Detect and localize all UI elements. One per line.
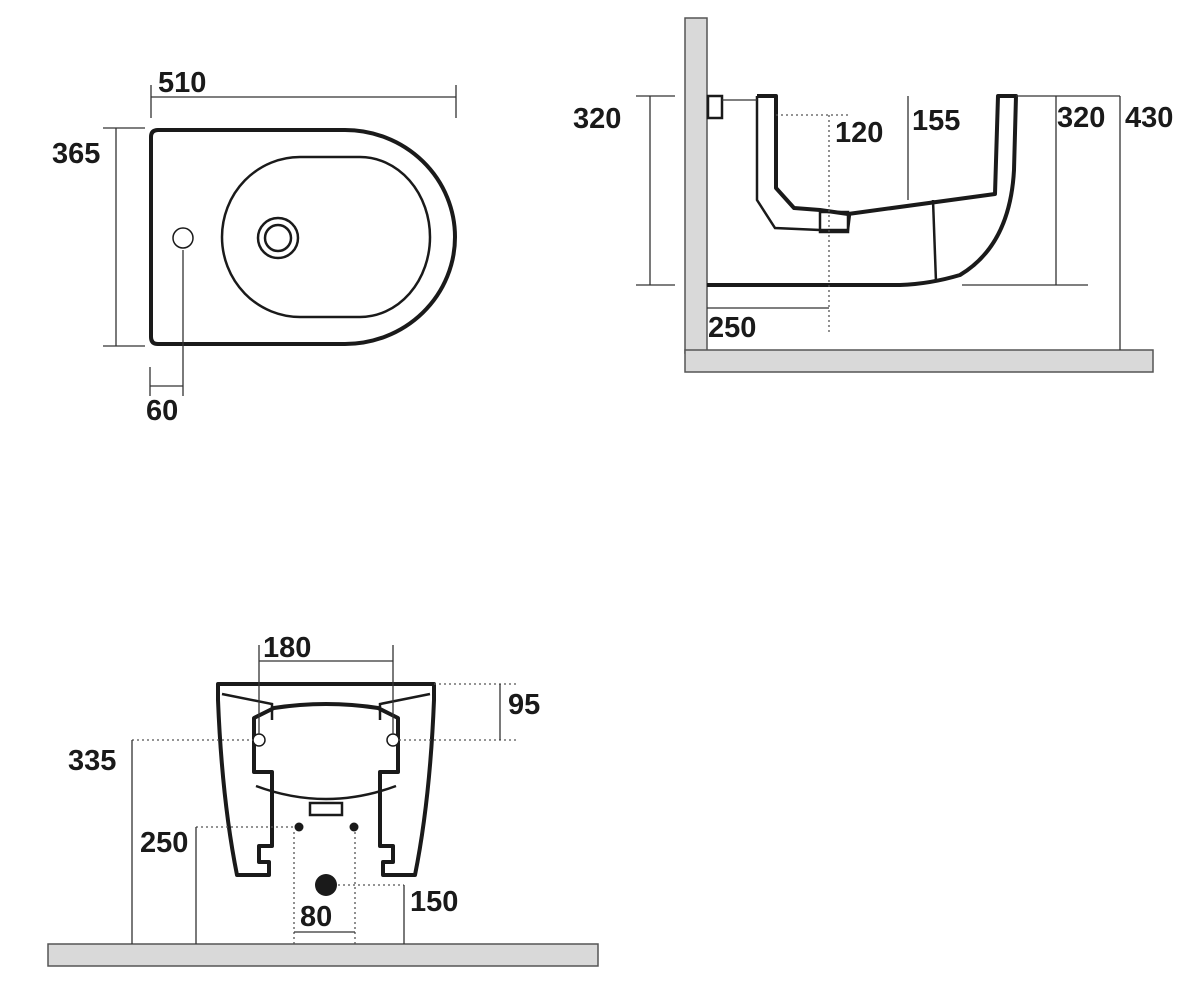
top-view: 510 365 60 [52, 67, 457, 427]
dim-label-180: 180 [263, 632, 311, 664]
back-view: 180 95 335 250 80 150 [47, 632, 599, 967]
dim-label-120: 120 [835, 117, 883, 149]
back-flange-right [378, 692, 431, 720]
dim-label-150: 150 [410, 886, 458, 918]
side-wall [684, 17, 708, 354]
back-floor [47, 943, 599, 967]
dim-label-320-right: 320 [1057, 102, 1105, 134]
fixing-hole-left-icon [252, 733, 266, 747]
dim-label-250-side: 250 [708, 312, 756, 344]
supply-hole-left-icon [294, 822, 304, 832]
dim-label-80: 80 [300, 901, 332, 933]
top-view-bowl [220, 155, 432, 319]
side-drain-icon [818, 210, 850, 234]
dim-label-365: 365 [52, 138, 100, 170]
side-rib [931, 199, 938, 283]
dim-label-430: 430 [1125, 102, 1173, 134]
dim-label-250-back: 250 [140, 827, 188, 859]
dim-label-320-left: 320 [573, 103, 621, 135]
back-flange-left [221, 692, 274, 720]
dim-label-335: 335 [68, 745, 116, 777]
drain-inner-icon [263, 223, 293, 253]
back-view-outline [216, 682, 436, 877]
supply-hole-right-icon [349, 822, 359, 832]
drain-outer-icon [256, 216, 300, 260]
drain-outlet-icon [315, 874, 337, 896]
dim-label-60: 60 [146, 395, 178, 427]
side-bracket-icon [706, 94, 724, 120]
side-view-outline [707, 94, 1018, 287]
back-drain-box-icon [308, 801, 344, 817]
side-view: 320 120 155 320 430 250 [573, 17, 1173, 373]
dim-label-510: 510 [158, 67, 206, 99]
fixing-hole-right-icon [386, 733, 400, 747]
side-floor [684, 349, 1154, 373]
top-view-outline [149, 128, 457, 346]
dim-label-95: 95 [508, 689, 540, 721]
dim-label-155: 155 [912, 105, 960, 137]
tap-hole-icon [172, 227, 194, 249]
back-inner-arch [255, 784, 397, 801]
